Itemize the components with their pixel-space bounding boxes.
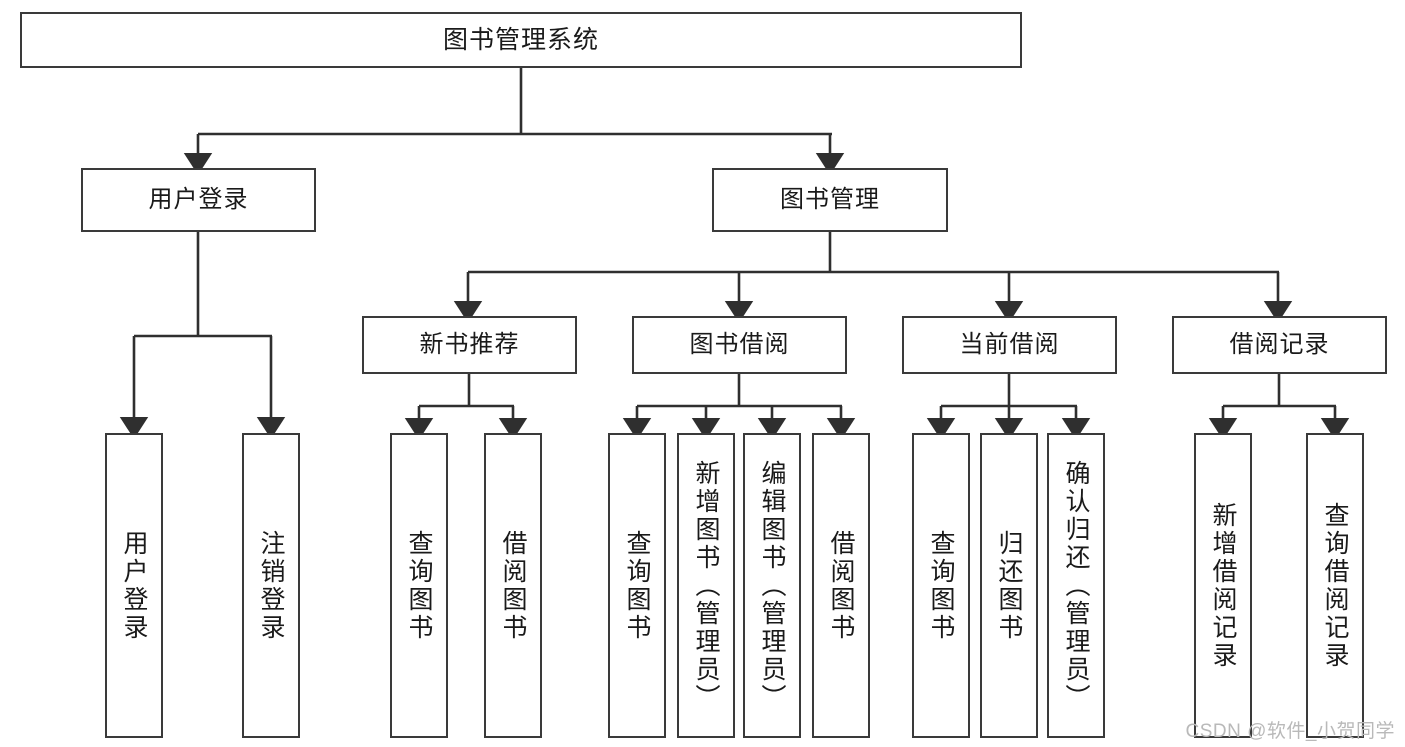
- leaf-current-query-book[interactable]: 查询图书: [912, 433, 970, 738]
- node-label: 查询图书: [405, 529, 433, 642]
- leaf-current-return-book[interactable]: 归还图书: [980, 433, 1038, 738]
- node-label: 查询借阅记录: [1321, 501, 1349, 670]
- node-label: 借阅图书: [827, 529, 855, 642]
- leaf-recommend-query-book[interactable]: 查询图书: [390, 433, 448, 738]
- leaf-borrow-edit-book-admin[interactable]: 编辑图书（管理员）: [743, 433, 801, 738]
- node-label: 查询图书: [927, 529, 955, 642]
- node-label: 图书管理系统: [442, 25, 599, 54]
- watermark-text: CSDN @软件_小贺同学: [1185, 721, 1395, 742]
- node-current-borrow[interactable]: 当前借阅: [902, 316, 1117, 374]
- node-label: 图书管理: [780, 186, 880, 214]
- node-label: 查询图书: [623, 529, 651, 642]
- node-label: 确认归还（管理员）: [1062, 459, 1090, 712]
- leaf-recommend-borrow-book[interactable]: 借阅图书: [484, 433, 542, 738]
- leaf-borrow-add-book-admin[interactable]: 新增图书（管理员）: [677, 433, 735, 738]
- node-label: 借阅记录: [1229, 331, 1330, 359]
- node-label: 新增借阅记录: [1209, 501, 1237, 670]
- node-label: 图书借阅: [689, 331, 790, 359]
- leaf-user-login[interactable]: 用户登录: [105, 433, 163, 738]
- node-borrow-record[interactable]: 借阅记录: [1172, 316, 1387, 374]
- node-label: 用户登录: [120, 529, 148, 642]
- node-label: 归还图书: [995, 529, 1023, 642]
- node-new-book-recommend[interactable]: 新书推荐: [362, 316, 577, 374]
- node-label: 新书推荐: [419, 331, 520, 359]
- leaf-borrow-borrow-book[interactable]: 借阅图书: [812, 433, 870, 738]
- leaf-logout[interactable]: 注销登录: [242, 433, 300, 738]
- node-label: 借阅图书: [499, 529, 527, 642]
- leaf-borrow-query-book[interactable]: 查询图书: [608, 433, 666, 738]
- node-label: 当前借阅: [959, 331, 1060, 359]
- node-book-management[interactable]: 图书管理: [712, 168, 948, 232]
- leaf-record-query-record[interactable]: 查询借阅记录: [1306, 433, 1364, 738]
- node-root-system[interactable]: 图书管理系统: [20, 12, 1022, 68]
- node-label: 注销登录: [257, 529, 285, 642]
- node-book-borrow[interactable]: 图书借阅: [632, 316, 847, 374]
- node-user-login[interactable]: 用户登录: [81, 168, 316, 232]
- leaf-current-confirm-return-admin[interactable]: 确认归还（管理员）: [1047, 433, 1105, 738]
- node-label: 用户登录: [148, 186, 249, 214]
- leaf-record-add-record[interactable]: 新增借阅记录: [1194, 433, 1252, 738]
- node-label: 新增图书（管理员）: [692, 459, 720, 712]
- node-label: 编辑图书（管理员）: [758, 459, 786, 712]
